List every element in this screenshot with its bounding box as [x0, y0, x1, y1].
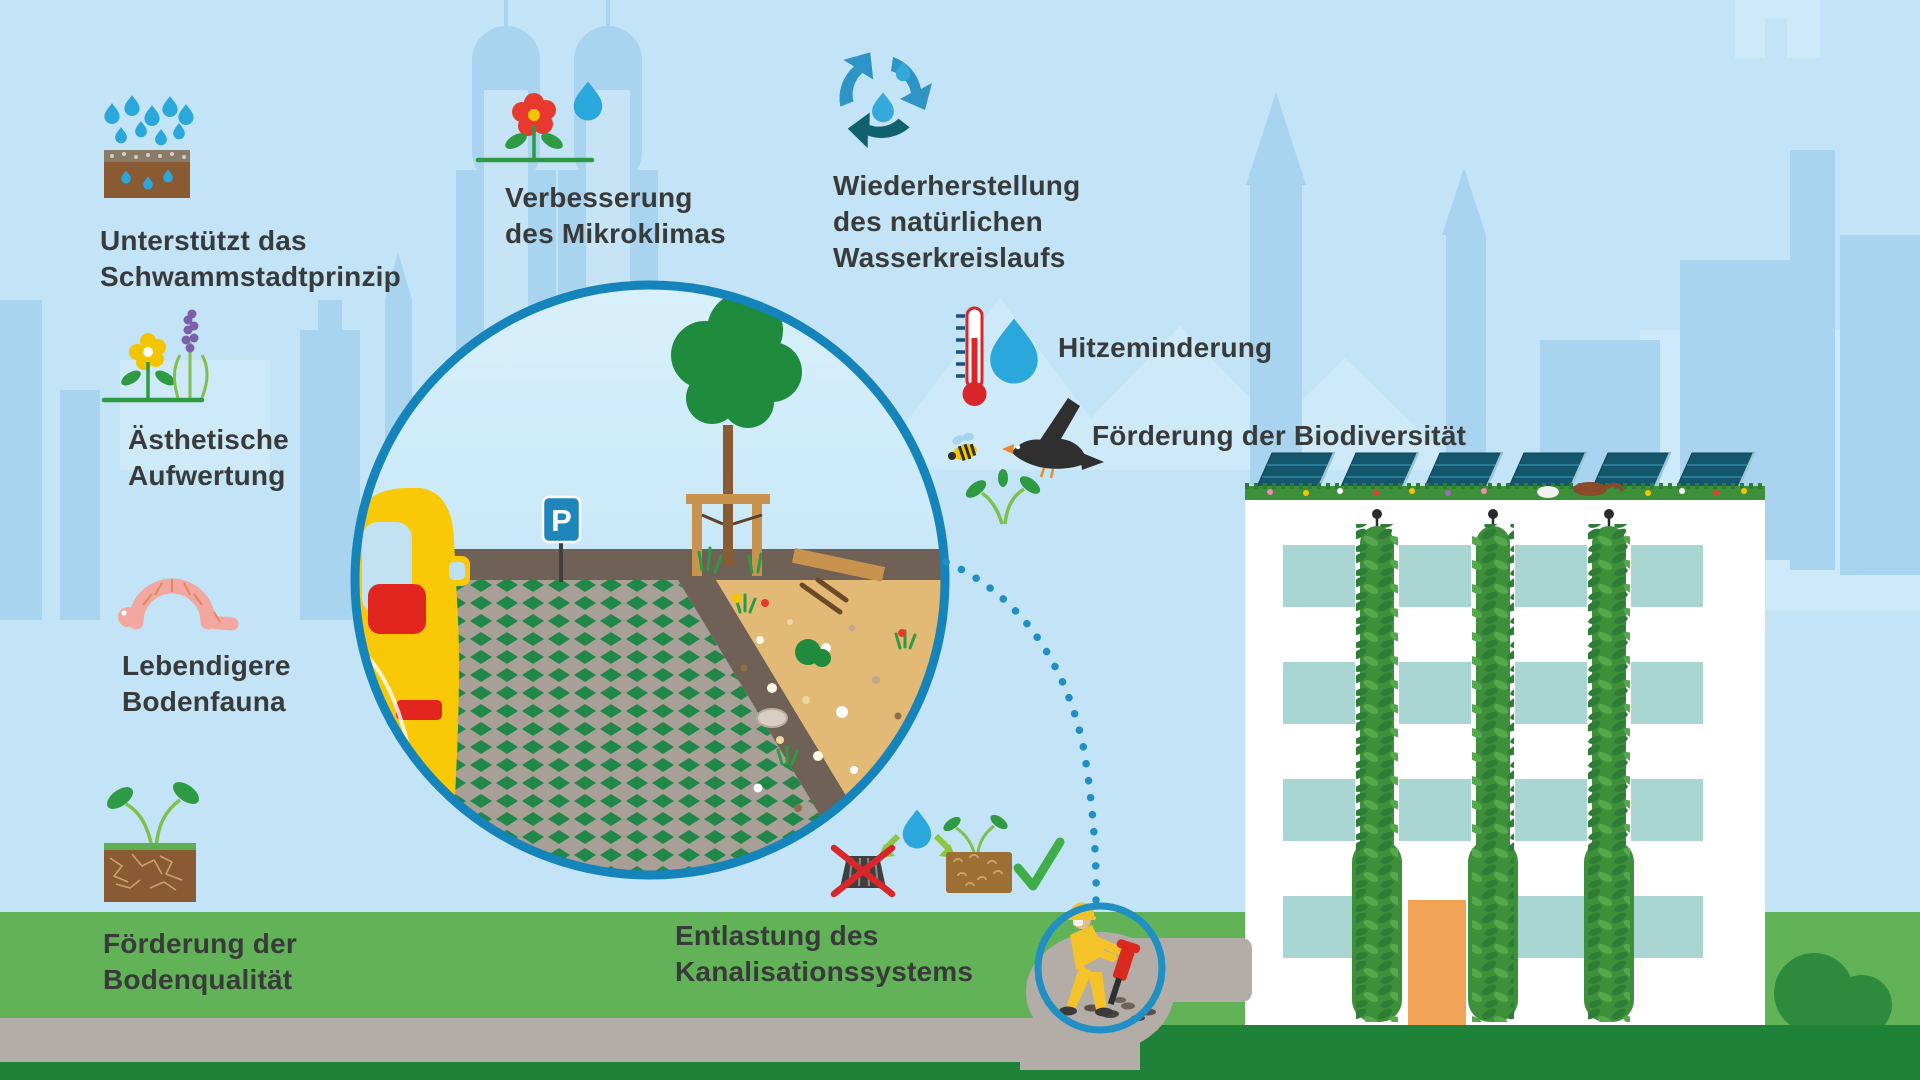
- blackbird-icon: [1002, 398, 1104, 479]
- label-water-cycle: Wiederherstellung des natürlichen Wasser…: [833, 170, 1081, 273]
- bush: [1774, 953, 1892, 1035]
- label-biodiversity: Förderung der Biodiversität: [1092, 420, 1467, 451]
- parking-sign-letter: P: [551, 503, 572, 538]
- green-roof: [1245, 482, 1765, 502]
- label-sewer-relief: Entlastung des Kanalisationssystems: [675, 920, 974, 987]
- label-microclimate: Verbesserung des Mikroklimas: [505, 182, 726, 249]
- jackhammer: [1107, 939, 1141, 1005]
- magnifier-ring: [350, 280, 950, 880]
- sprout-soil-icon: [104, 782, 200, 902]
- flower-drop-icon: [475, 81, 603, 163]
- wood-plank: [791, 548, 885, 615]
- building-windows: [1283, 545, 1703, 958]
- earthworm-icon: [118, 578, 239, 631]
- worker-detail: [1034, 902, 1166, 1034]
- label-soil-quality: Förderung der Bodenqualität: [103, 928, 297, 995]
- label-soil-fauna: Lebendigere Bodenfauna: [122, 650, 291, 717]
- facade-vines: [1352, 509, 1634, 1022]
- meadow-flowers-icon: [101, 309, 209, 403]
- water-recycling-icon: [820, 46, 932, 162]
- parking-detail-scene: P: [350, 280, 950, 880]
- foreground-strip: [0, 1025, 1920, 1080]
- city-skyline: [0, 0, 1920, 620]
- bee-icon: [948, 432, 977, 461]
- label-sponge-city: Unterstützt das Schwammstadtprinzip: [100, 225, 401, 292]
- rain-infiltration-icon: [104, 95, 194, 198]
- label-heat: Hitzeminderung: [1058, 332, 1273, 363]
- soil-check-icon: [943, 814, 1065, 893]
- worker-ring: [1034, 902, 1166, 1034]
- roof-animals: [1537, 482, 1624, 498]
- solar-panels: [1255, 452, 1756, 490]
- building-door: [1408, 900, 1466, 1025]
- dotted-connector: [942, 558, 1100, 904]
- tree-icon: [671, 292, 802, 576]
- thermometer-drop-icon: [956, 306, 1038, 406]
- roof-flowers: [1267, 488, 1747, 496]
- grass-pavers: [355, 580, 865, 875]
- label-aesthetic: Ästhetische Aufwertung: [128, 424, 289, 491]
- parking-sign: P: [541, 495, 582, 582]
- green-building: [1245, 452, 1765, 1025]
- sprout-icon: [965, 469, 1041, 525]
- no-storm-drain-icon: [830, 844, 896, 898]
